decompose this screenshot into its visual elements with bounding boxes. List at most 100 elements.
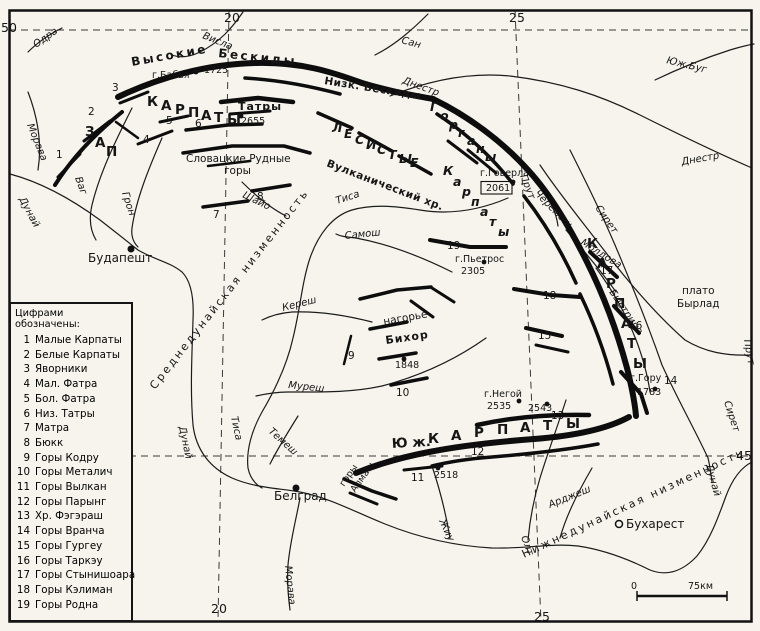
arc-letter-lesistye-3: С: [355, 132, 365, 147]
range-label-slovak-ore-1: Словацкие Рудные: [186, 153, 291, 165]
grid-lon-20-top: 20: [224, 10, 240, 25]
range-number-2: 2: [88, 106, 95, 118]
mountain-ridges-shape: [118, 90, 150, 105]
peak-label-negoy: г.Негой: [484, 389, 522, 400]
range-number-6: 6: [195, 118, 202, 130]
elevation-1725: 1725: [204, 65, 228, 76]
arc-letter-east-2: а: [453, 174, 461, 189]
legend-item-number: 6: [23, 407, 30, 420]
river-label-tisa-lower: Тиса: [228, 415, 244, 441]
mountain-ridges-shape: [588, 250, 619, 279]
rivers-shape: [255, 337, 487, 397]
grid-lat-45: 45: [736, 448, 752, 463]
legend-item-number: 12: [16, 495, 30, 508]
legend-item-number: 16: [16, 554, 30, 567]
city-marker-bucharest: [614, 519, 624, 529]
rivers-shape: [374, 13, 429, 56]
mountain-ridges-shape: [430, 286, 456, 304]
rivers-shape: [527, 399, 567, 541]
range-number-9: 9: [348, 350, 355, 362]
elevation-2518: 2518: [434, 470, 458, 481]
rivers-shape: [261, 311, 373, 323]
range-number-16: 16: [629, 320, 643, 332]
legend-item-name: Бол. Фатра: [35, 392, 96, 405]
mountain-ridges-shape: [206, 159, 252, 168]
mountain-ridges-shape: [114, 120, 140, 140]
mountain-ridges-shape: [158, 114, 190, 124]
arc-letter-lesistye-8: Е: [410, 155, 419, 170]
label-byrlad: Бырлад: [677, 298, 720, 310]
arc-letter-gorgany-2: о: [440, 108, 449, 123]
scale-zero-label: 0: [631, 581, 637, 592]
arc-letter-right-3: Р: [606, 276, 616, 292]
peak-dots-shape: [516, 398, 522, 404]
legend-item-name: Малые Карпаты: [35, 334, 122, 346]
elevation-1783: 1783: [637, 387, 661, 398]
arc-letter-south-3: Р: [474, 425, 484, 441]
range-number-15: 15: [538, 330, 551, 342]
range-number-10: 10: [396, 387, 409, 399]
arc-letter-east-4: п: [471, 194, 480, 209]
legend-title: Цифрами обозначены:: [15, 308, 80, 330]
river-label-samosh: Самош: [344, 227, 381, 242]
mountain-ridges-shape: [428, 238, 508, 249]
arc-letter-lesistye-2: Е: [344, 126, 353, 141]
peak-dots-shape: [193, 69, 199, 75]
rivers-shape: [569, 149, 713, 483]
arc-letter-west-2: А: [161, 98, 172, 114]
elevation-2305: 2305: [461, 266, 485, 277]
arc-letter-west-4: П: [188, 105, 199, 121]
legend-item: 19 Горы Родна: [15, 598, 129, 613]
arc-letter-lesistye-1: Л: [331, 120, 343, 135]
mountain-ridges-shape: [512, 287, 582, 299]
legend-item-name: Белые Карпаты: [35, 348, 121, 361]
peak-label-babya: г.Бабья: [152, 70, 190, 81]
arc-letter-south-1: К: [428, 431, 439, 447]
rivers-shape: [27, 91, 41, 171]
mountain-ridges-shape: [228, 109, 272, 116]
legend-item-number: 19: [16, 598, 30, 611]
mountain-ridges-shape: [474, 412, 592, 428]
arc-letter-east-7: ы: [498, 224, 509, 239]
mountain-ridges-shape: [82, 119, 112, 143]
mountain-ridges-shape: [353, 414, 632, 476]
city-label-belgrade: Белград: [274, 489, 327, 503]
legend-item-number: 7: [23, 422, 30, 435]
mountain-ridges-shape: [250, 183, 292, 193]
label-plato: плато: [682, 285, 715, 297]
range-number-14: 14: [664, 375, 678, 387]
range-number-18: 18: [543, 290, 556, 302]
legend-item-name: Низ. Татры: [35, 407, 95, 420]
peak-dots-shape: [401, 356, 407, 362]
mountain-ridges-shape: [181, 144, 312, 155]
legend-item-number: 11: [16, 481, 30, 494]
mountain-ridges: [53, 59, 649, 506]
arc-letter-south-5: А: [520, 420, 531, 436]
legend-item-name: Горы Родна: [35, 598, 99, 611]
legend-item-name: Горы Вылкан: [35, 481, 107, 494]
legend-item-number: 15: [16, 539, 30, 552]
rivers-shape: [131, 137, 163, 248]
arc-letter-west-1: К: [147, 94, 158, 110]
arc-letter-west-5: А: [201, 108, 212, 124]
arc-letter-right-1: К: [587, 236, 598, 252]
arc-letter-zap-3: П: [106, 144, 117, 160]
legend-item-number: 8: [23, 436, 30, 449]
mountain-ridges-shape: [612, 304, 641, 335]
rivers-shape: [559, 467, 593, 539]
arc-letter-east-1: К: [443, 163, 454, 178]
grid-lat-50: 50: [1, 20, 17, 35]
mountain-ridges-shape: [402, 464, 444, 472]
rivers-shape: [287, 497, 301, 611]
mountain-ridges-shape: [357, 131, 394, 153]
peak-dots-shape: [238, 113, 244, 119]
mountain-ridges-shape: [377, 351, 418, 361]
